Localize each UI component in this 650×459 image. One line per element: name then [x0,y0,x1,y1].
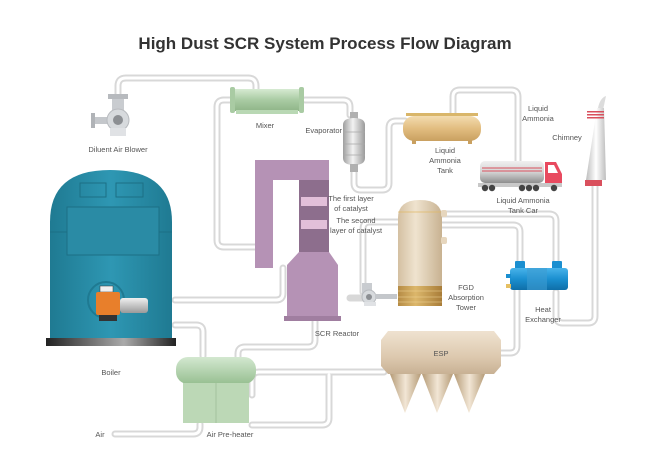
label-mixer: Mixer [255,121,275,130]
label-evaporator: Evaporator [305,126,342,135]
heat-exchanger [506,261,568,290]
catalyst-layer-2 [301,220,327,229]
evaporator [343,112,365,172]
pipe-fgd-to-hx [438,210,560,266]
label-first-catalyst-layer: The first layer of catalyst [328,194,374,213]
scr-reactor [255,160,341,321]
fgd-absorption-tower [398,200,447,306]
label-liquid-ammonia: Liquid Ammonia [522,104,554,123]
mixer [230,87,304,114]
esp [381,331,501,413]
label-second-catalyst-layer: The second layer of catalyst [329,216,383,235]
pipe-mixer-to-evaporator [301,96,354,119]
label-air-preheater: Air Pre-heater [206,430,254,439]
boiler [46,170,176,346]
air-preheater [176,357,256,423]
pipe-hx-to-chimney [552,182,599,327]
pipe-boiler-to-scr [171,264,287,304]
label-chimney: Chimney [552,133,582,142]
chimney [585,96,606,186]
label-diluent-air-blower: Diluent Air Blower [88,145,148,154]
liquid-ammonia-tank-car [478,161,562,192]
pipe-preheater-out [248,371,333,429]
catalyst-layer-1 [301,197,327,206]
fgd-fan [361,283,397,306]
pipe-boiler-to-preheater [171,321,207,360]
label-scr-reactor: SCR Reactor [314,329,360,338]
label-air: Air [95,430,105,439]
liquid-ammonia-tank [403,113,481,144]
label-liquid-ammonia-tank-car: Liquid Ammonia Tank Car [496,196,550,215]
pipe-scr-to-preheater [234,316,319,362]
label-boiler: Boiler [101,368,121,377]
pipe-preheater-to-esp [248,368,388,399]
pipe-hx-to-fgd [438,221,524,266]
label-heat-exchanger: Heat Exchanger [525,305,561,324]
label-liquid-ammonia-tank: Liquid Ammonia Tank [429,146,461,175]
label-fgd-absorption-tower: FGD Absorption Tower [448,283,484,312]
diagram-title: High Dust SCR System Process Flow Diagra… [138,34,512,53]
diluent-air-blower [91,94,130,136]
label-esp: ESP [433,349,449,358]
